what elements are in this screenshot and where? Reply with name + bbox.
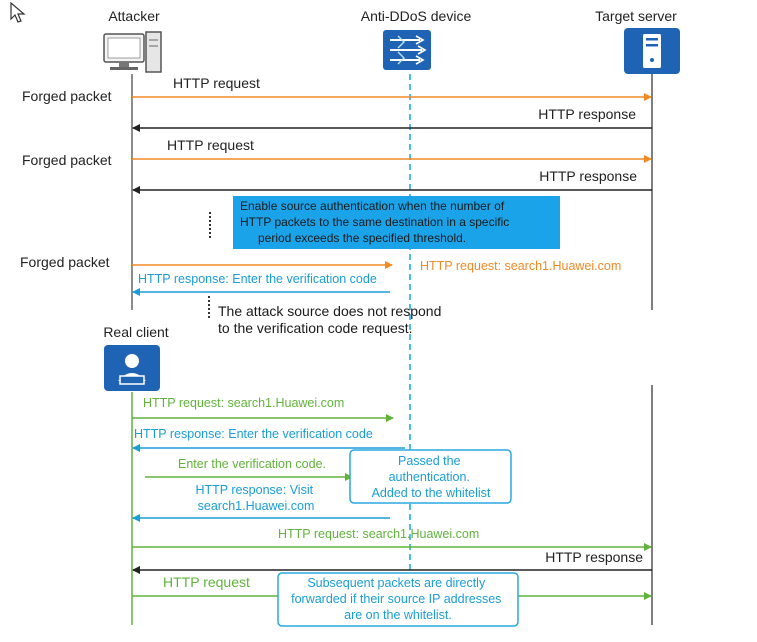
subsequent-note-line: are on the whitelist.	[344, 608, 452, 622]
forged-packet-label: Forged packet	[22, 88, 112, 104]
verification-response-label: HTTP response: Enter the verification co…	[134, 427, 373, 441]
attacker-title: Attacker	[108, 8, 160, 24]
visit-response-line: HTTP response: Visit	[195, 483, 313, 497]
computer-icon	[103, 31, 162, 73]
no-respond-note-line: The attack source does not respond	[218, 303, 441, 319]
firewall-device-icon	[383, 30, 431, 70]
no-respond-note-line: to the verification code request.	[218, 320, 413, 336]
threshold-note-line: Enable source authentication when the nu…	[240, 199, 505, 213]
threshold-note: Enable source authentication when the nu…	[240, 199, 513, 245]
visit-response-label: HTTP response: Visit search1.Huawei.com	[195, 483, 316, 513]
forwarded-request-label: HTTP request: search1.Huawei.com	[278, 527, 479, 541]
passed-auth-line: Added to the whitelist	[372, 486, 491, 500]
threshold-note-line: HTTP packets to the same destination in …	[240, 215, 509, 229]
device-title: Anti-DDoS device	[361, 8, 472, 24]
http-response-label: HTTP response	[538, 106, 636, 122]
forged-packet-label: Forged packet	[22, 152, 112, 168]
client-request-label: HTTP request: search1.Huawei.com	[143, 396, 344, 410]
server-icon	[624, 28, 680, 74]
subsequent-note-box	[277, 572, 519, 627]
passed-auth-line: Passed the	[398, 454, 461, 468]
passed-auth-line: authentication.	[389, 470, 470, 484]
no-respond-note: The attack source does not respond to th…	[218, 303, 445, 336]
http-request-search-label: HTTP request: search1.Huawei.com	[420, 259, 621, 273]
http-request-label: HTTP request	[173, 75, 260, 91]
http-response-label: HTTP response	[545, 549, 643, 565]
subsequent-note-line: Subsequent packets are directly	[307, 576, 486, 590]
http-response-label: HTTP response	[539, 168, 637, 184]
forged-packet-label: Forged packet	[20, 254, 110, 270]
visit-response-line: search1.Huawei.com	[198, 499, 315, 513]
subsequent-request-label: HTTP request	[163, 574, 250, 590]
passed-auth-box	[349, 449, 512, 504]
enter-code-label: Enter the verification code.	[178, 457, 326, 471]
passed-auth-note: Passed the authentication. Added to the …	[372, 454, 491, 500]
client-title: Real client	[103, 324, 168, 340]
cursor-icon	[10, 2, 26, 23]
verification-response-label: HTTP response: Enter the verification co…	[138, 272, 377, 286]
http-request-label: HTTP request	[167, 137, 254, 153]
user-icon	[104, 345, 160, 391]
subsequent-note: Subsequent packets are directly forwarde…	[291, 576, 505, 622]
threshold-note-line: period exceeds the specified threshold.	[258, 231, 466, 245]
server-title: Target server	[595, 8, 677, 24]
subsequent-note-line: forwarded if their source IP addresses	[291, 592, 501, 606]
threshold-note-box	[233, 196, 560, 249]
